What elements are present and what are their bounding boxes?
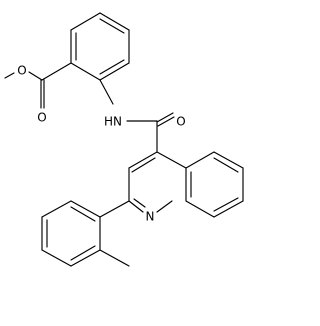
bond-ring-nh <box>99 79 114 105</box>
bond-ring1-c-inner <box>99 18 125 34</box>
atom-label-ester-o-single: O <box>17 64 26 78</box>
background <box>0 0 254 326</box>
bond-b-c7-c8-inner <box>213 197 239 212</box>
structure-canvas: O O HN O N <box>0 0 254 326</box>
bond-ring1-f <box>70 62 101 81</box>
atom-label-amide-o: O <box>176 115 185 129</box>
bond-ring1-e-inner <box>99 59 125 75</box>
bond-tolyl-a <box>70 200 101 218</box>
atom-label-quinoline-n: N <box>146 210 155 224</box>
bond-o-carbonyl <box>28 71 43 81</box>
bond-ring1-b <box>70 12 101 31</box>
bond-q-n-c8a <box>156 200 173 213</box>
atom-label-amide-nh: HN <box>104 115 122 129</box>
bond-tolyl-d <box>41 249 72 267</box>
bond-carbonyl-ring <box>41 62 72 81</box>
bonds <box>4 12 244 267</box>
bond-q-c2-n <box>128 200 144 213</box>
chemical-structure: O O HN O N <box>0 0 254 326</box>
bond-b-c7-c8 <box>213 200 244 218</box>
bond-q-c4a-c4 <box>156 151 187 169</box>
bond-q-c4-c3 <box>128 151 158 169</box>
bond-b-c8-c8a <box>185 200 215 218</box>
bond-tolyl-methyl <box>99 249 130 267</box>
bond-b-c4a-c5 <box>185 151 215 169</box>
bond-ring1-e <box>99 62 130 81</box>
atom-labels: O O HN O N <box>17 64 185 224</box>
bond-q-c2-n-inner <box>133 198 146 208</box>
bond-amide-double-2 <box>157 116 175 127</box>
bond-tolyl-e <box>70 249 101 267</box>
bond-c2-tolyl <box>99 200 130 218</box>
bond-tolyl-b <box>41 200 72 218</box>
bond-b-c5-c6-inner <box>213 157 239 173</box>
bond-ring1-c <box>99 12 130 31</box>
bond-q-c4-c3-inner <box>131 157 156 173</box>
atom-label-ester-o-double: O <box>37 111 46 125</box>
bond-amide-double-1 <box>156 112 174 123</box>
bond-tolyl-e-inner <box>70 245 96 261</box>
bond-methyl-o <box>4 72 15 79</box>
bond-b-c5-c6 <box>213 151 244 169</box>
bond-tolyl-a-inner <box>70 206 96 222</box>
